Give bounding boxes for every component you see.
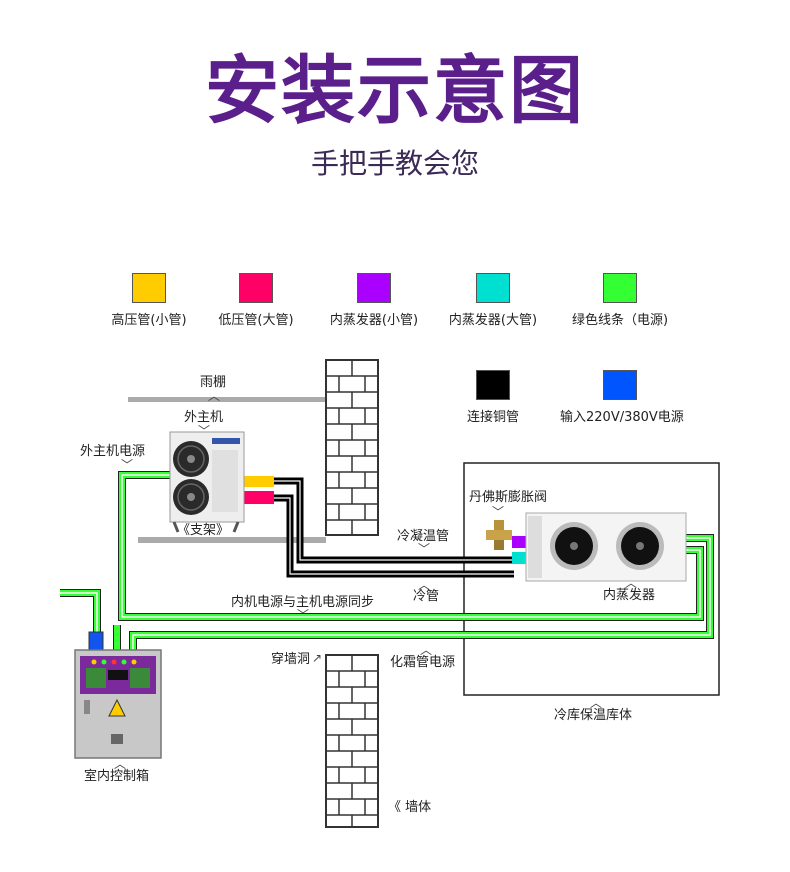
legend-label: 高压管(小管) [111, 313, 187, 328]
legend-swatch-high-pressure [132, 273, 166, 303]
legend-swatch-copper-pipe [476, 370, 510, 400]
label-sync-power: 内机电源与主机电源同步 [231, 595, 375, 610]
label-condensate-pipe: 冷凝温管 [397, 529, 450, 544]
label-evaporator: 内蒸发器 [603, 588, 656, 603]
pointer-outdoor-unit: ﹀ [198, 424, 211, 438]
power-lines-green [60, 471, 714, 650]
outdoor-unit [169, 431, 245, 533]
evaporator-unit [525, 512, 687, 582]
label-control-box: 室内控制箱 [84, 769, 150, 784]
label-canopy: 雨棚 [200, 375, 227, 390]
expansion-valve [486, 520, 512, 550]
legend-swatch-power-green [603, 273, 637, 303]
legend-swatch-evaporator-small [357, 273, 391, 303]
pointer-cold-room: ︿ [590, 696, 603, 710]
legend-label: 内蒸发器(小管) [329, 313, 419, 328]
pointer-defrost-power: ︿ [420, 643, 433, 657]
evaporator-stub-large [512, 552, 526, 564]
legend-swatch-low-pressure [239, 273, 273, 303]
pointer-wall-hole: ↗ [312, 651, 323, 665]
evaporator-stub-small [512, 536, 526, 548]
legend-item-input-power: 输入220V/380V电源 [560, 370, 684, 425]
label-cold-room: 冷库保温库体 [554, 708, 633, 723]
legend-label: 输入220V/380V电源 [560, 410, 684, 425]
label-defrost-power: 化霜管电源 [390, 655, 456, 670]
legend-label: 连接铜管 [466, 410, 519, 425]
high-pressure-stub [241, 476, 274, 487]
pointer-cold-pipe: ︿ [418, 578, 431, 592]
label-wall: 《 墙体 [388, 800, 432, 815]
label-valve: 丹佛斯膨胀阀 [469, 490, 548, 505]
label-outdoor-power: 外主机电源 [80, 444, 146, 459]
label-cold-pipe: 冷管 [413, 589, 440, 604]
legend-swatch-input-power [603, 370, 637, 400]
control-box [74, 631, 162, 759]
legend-item-power-green: 绿色线条（电源) [560, 273, 680, 328]
canopy-bar [128, 397, 326, 402]
low-pressure-stub [241, 491, 274, 504]
legend-item-evaporator-large: 内蒸发器(大管) [433, 273, 553, 328]
pointer-canopy: ︿ [208, 389, 221, 403]
legend-item-evaporator-small: 内蒸发器(小管) [314, 273, 434, 328]
pointer-evaporator: ︿ [625, 576, 638, 590]
label-wall-hole: 穿墙洞 [271, 652, 311, 667]
legend-item-high-pressure: 高压管(小管) [89, 273, 209, 328]
cold-room-box [463, 462, 720, 696]
page-title: 安装示意图 [205, 48, 585, 134]
legend-label: 内蒸发器(大管) [448, 313, 538, 328]
wall-lower [325, 654, 379, 828]
pointer-condensate-pipe: ﹀ [418, 542, 431, 556]
pointer-control-box: ︿ [114, 757, 127, 771]
pointer-sync-power: ﹀ [297, 608, 310, 622]
label-outdoor-unit: 外主机 [184, 410, 224, 425]
pointer-outdoor-power: ﹀ [121, 458, 134, 472]
pointer-valve: ﹀ [492, 505, 505, 519]
page-subtitle: 手把手教会您 [310, 147, 479, 180]
legend-label: 绿色线条（电源) [571, 313, 669, 328]
legend-swatch-evaporator-large [476, 273, 510, 303]
legend-item-copper-pipe: 连接铜管 [433, 370, 553, 425]
legend-item-low-pressure: 低压管(大管) [196, 273, 316, 328]
bracket-shelf [138, 537, 326, 543]
wall-upper [325, 359, 379, 536]
legend-label: 低压管(大管) [218, 313, 294, 328]
copper-pipes [272, 477, 514, 578]
label-bracket: 《支架》 [177, 523, 230, 538]
